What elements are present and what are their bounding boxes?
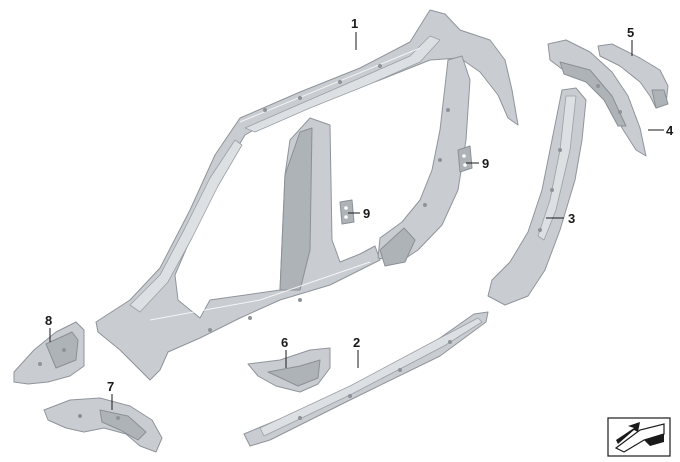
callout-2: 2	[353, 335, 360, 350]
part-side-frame	[95, 9, 519, 381]
part-plate-b	[339, 199, 355, 225]
part-lower-bracket	[13, 321, 85, 385]
part-d-pillar	[487, 87, 587, 306]
callout-3: 3	[568, 211, 575, 226]
part-sill	[243, 311, 489, 447]
part-wheelhouse-reinforcement	[547, 39, 647, 157]
callout-7: 7	[107, 379, 114, 394]
callout-9-b-pillar: 9	[363, 206, 370, 221]
part-bracket-top	[597, 43, 669, 109]
callout-4: 4	[666, 123, 674, 138]
arrow-ramp-icon	[607, 417, 671, 457]
callout-8: 8	[45, 313, 52, 328]
callout-6: 6	[281, 335, 288, 350]
part-front-section	[43, 397, 163, 453]
callout-9-c-pillar: 9	[482, 156, 489, 171]
part-closing-panel	[247, 347, 331, 393]
part-c-pillar	[377, 55, 471, 267]
callout-1: 1	[351, 16, 358, 31]
callout-5: 5	[627, 25, 634, 40]
part-plate-c	[457, 145, 473, 173]
